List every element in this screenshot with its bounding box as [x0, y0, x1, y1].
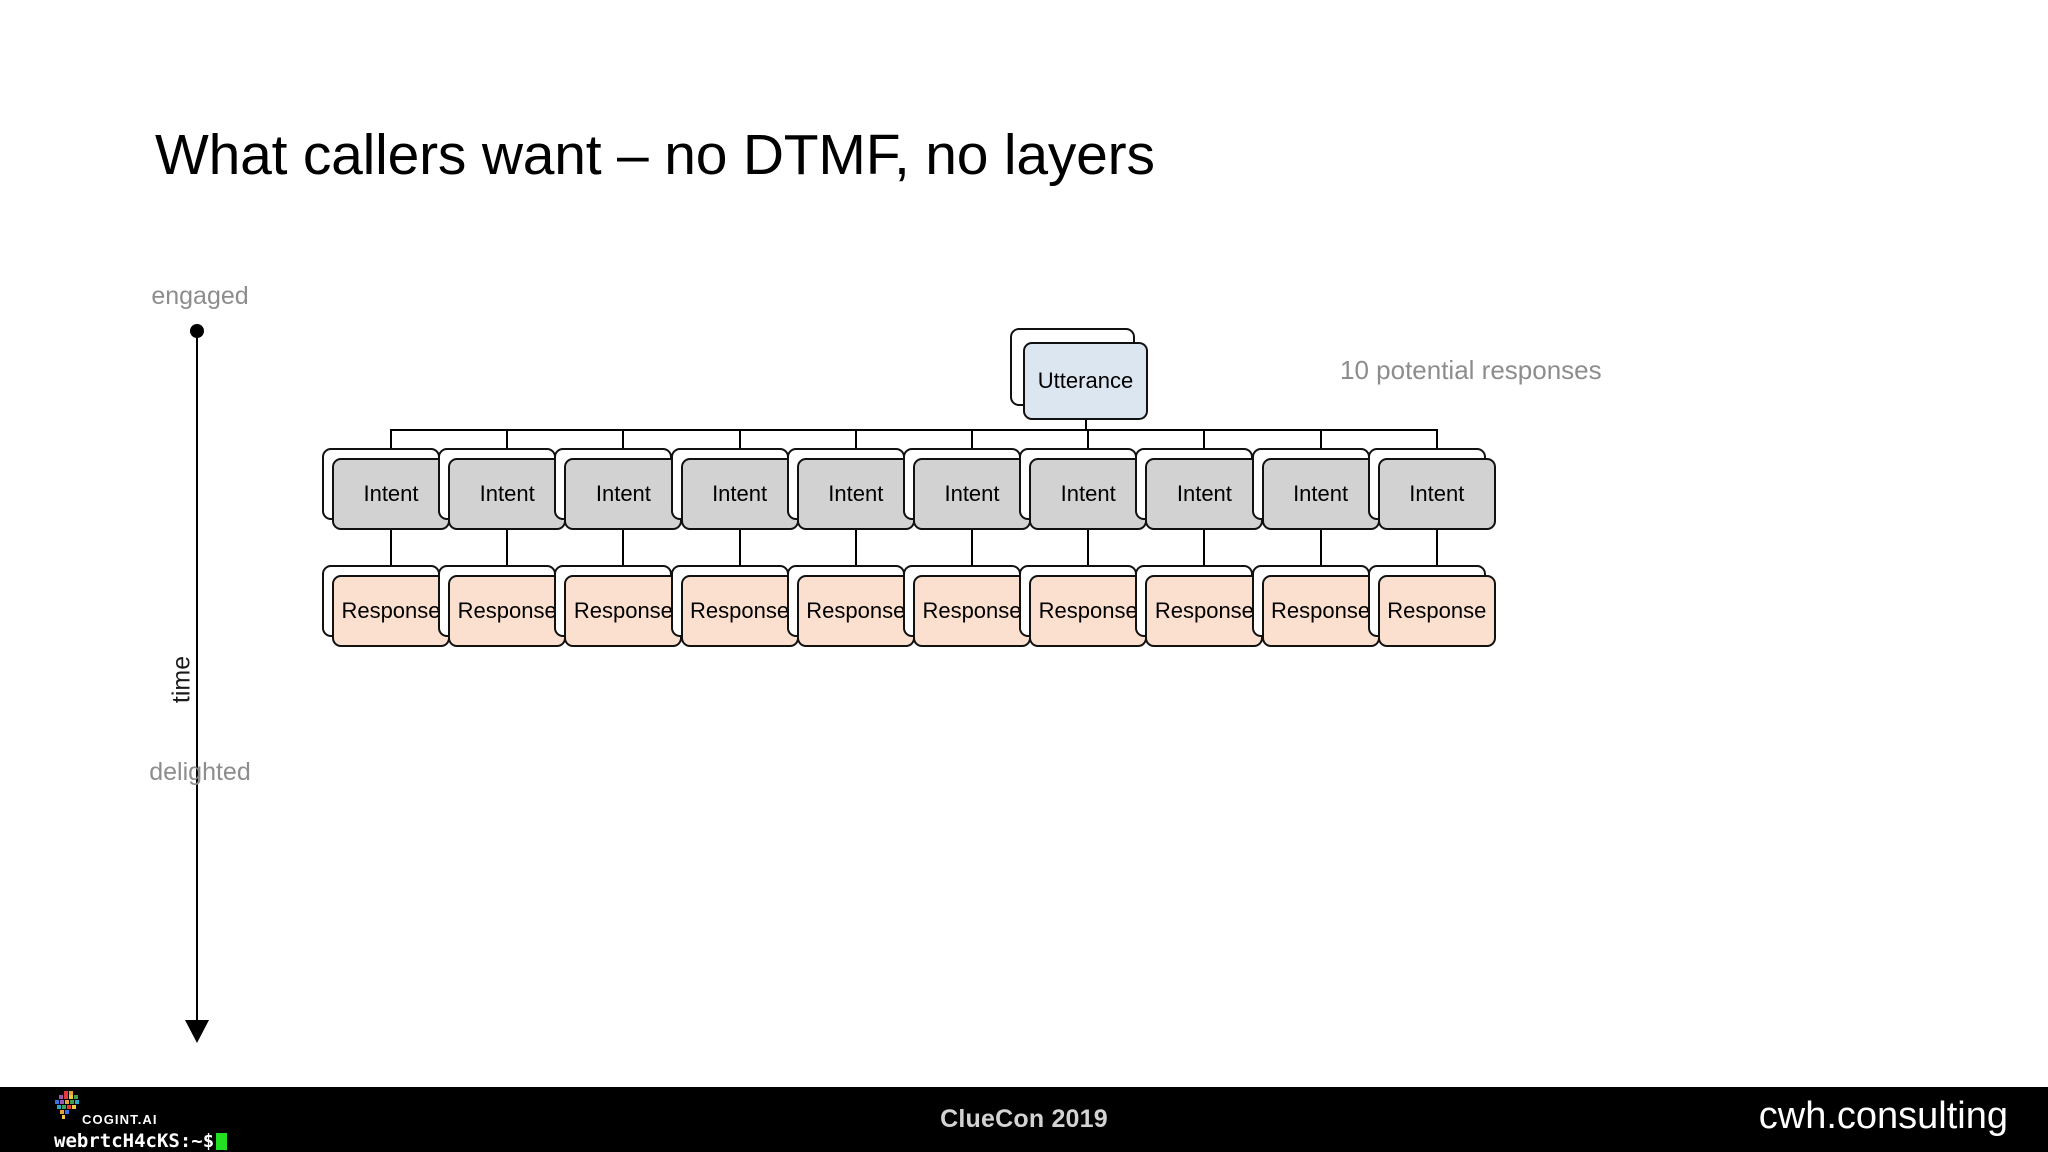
cogint-mark-icon [55, 1091, 79, 1119]
response-node-8-label: Response [1145, 575, 1264, 647]
intent-node-4-label: Intent [680, 458, 799, 530]
intent-response-link-5 [855, 530, 857, 565]
terminal-cursor [216, 1133, 228, 1150]
intent-node-10[interactable]: Intent [1367, 448, 1496, 530]
intent-response-link-8 [1203, 530, 1205, 565]
intent-response-link-3 [622, 530, 624, 565]
response-node-10-label: Response [1377, 575, 1496, 647]
axis-label-delighted: delighted [149, 758, 251, 786]
response-node-8[interactable]: Response [1135, 565, 1264, 647]
response-node-6-label: Response [913, 575, 1031, 647]
branch-drop-5 [855, 429, 857, 448]
response-node-9-label: Response [1261, 575, 1380, 647]
response-node-7[interactable]: Response [1019, 565, 1148, 647]
intent-response-link-4 [739, 530, 741, 565]
footer-bar: ClueCon 2019 cwh.consulting [0, 1087, 2048, 1152]
intent-node-8-label: Intent [1145, 458, 1264, 530]
intent-node-3-label: Intent [564, 458, 683, 530]
branch-drop-1 [390, 429, 392, 448]
utterance-node[interactable]: Utterance [1010, 328, 1148, 420]
branch-bus-line [390, 429, 1438, 431]
response-node-1-label: Response [332, 575, 450, 647]
response-node-1[interactable]: Response [322, 565, 450, 647]
utterance-stem [1085, 420, 1087, 429]
branch-drop-6 [971, 429, 973, 448]
intent-node-6[interactable]: Intent [903, 448, 1031, 530]
branch-drop-3 [622, 429, 624, 448]
intent-response-link-10 [1436, 530, 1438, 565]
response-node-3[interactable]: Response [554, 565, 683, 647]
axis-line [196, 330, 198, 1030]
branch-drop-7 [1087, 429, 1089, 448]
axis-arrowhead-icon [185, 1020, 209, 1043]
terminal-prompt-text: webrtcH4cKS:~$ [54, 1130, 215, 1152]
branch-drop-2 [506, 429, 508, 448]
response-node-9[interactable]: Response [1251, 565, 1380, 647]
response-node-6[interactable]: Response [903, 565, 1031, 647]
intent-node-6-label: Intent [913, 458, 1031, 530]
time-axis: engaged time delighted [149, 282, 260, 1060]
response-node-5[interactable]: Response [786, 565, 915, 647]
response-node-2-label: Response [448, 575, 567, 647]
axis-label-time: time [167, 655, 196, 704]
intent-response-link-1 [390, 530, 392, 565]
response-node-4[interactable]: Response [670, 565, 799, 647]
intent-node-2-label: Intent [448, 458, 567, 530]
intent-node-4[interactable]: Intent [670, 448, 799, 530]
intent-node-10-label: Intent [1377, 458, 1496, 530]
intent-node-9-label: Intent [1261, 458, 1380, 530]
intent-node-8[interactable]: Intent [1135, 448, 1264, 530]
cogint-wordmark: COGINT.AI [82, 1112, 158, 1127]
branch-drop-4 [739, 429, 741, 448]
footer-brand: cwh.consulting [1758, 1095, 2008, 1137]
intent-response-link-2 [506, 530, 508, 565]
response-node-7-label: Response [1029, 575, 1148, 647]
page-title: What callers want – no DTMF, no layers [155, 123, 1155, 187]
response-node-3-label: Response [564, 575, 683, 647]
intent-node-9[interactable]: Intent [1251, 448, 1380, 530]
annotation-potential-responses: 10 potential responses [1340, 355, 1602, 385]
intent-response-link-7 [1087, 530, 1089, 565]
intent-node-2[interactable]: Intent [438, 448, 567, 530]
footer-event-name: ClueCon 2019 [940, 1105, 1108, 1133]
branch-drop-8 [1203, 429, 1205, 448]
terminal-prompt: webrtcH4cKS:~$ [54, 1130, 228, 1152]
response-node-5-label: Response [796, 575, 915, 647]
axis-label-engaged: engaged [151, 282, 249, 310]
response-node-10[interactable]: Response [1367, 565, 1496, 647]
intent-node-3[interactable]: Intent [554, 448, 683, 530]
intent-node-7[interactable]: Intent [1019, 448, 1148, 530]
intent-response-link-6 [971, 530, 973, 565]
intent-node-5[interactable]: Intent [786, 448, 915, 530]
intent-node-1[interactable]: Intent [322, 448, 450, 530]
utterance-node-label: Utterance [1023, 342, 1148, 420]
intent-response-link-9 [1320, 530, 1322, 565]
response-node-2[interactable]: Response [438, 565, 567, 647]
intent-node-1-label: Intent [332, 458, 450, 530]
intent-node-5-label: Intent [796, 458, 915, 530]
cogint-logo: COGINT.AI webrtcH4cKS:~$ [52, 1090, 262, 1152]
branch-drop-9 [1320, 429, 1322, 448]
branch-drop-10 [1436, 429, 1438, 448]
intent-node-7-label: Intent [1029, 458, 1148, 530]
response-node-4-label: Response [680, 575, 799, 647]
